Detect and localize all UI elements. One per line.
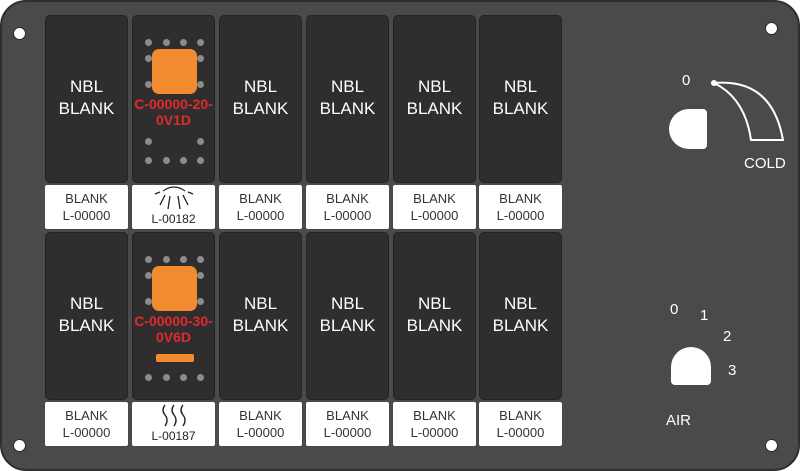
led-dots bbox=[133, 272, 216, 280]
label-code: L-00182 bbox=[151, 212, 196, 226]
indicator-bar bbox=[156, 354, 194, 362]
legend-label: L-00187 bbox=[132, 402, 215, 446]
air-knob[interactable] bbox=[671, 347, 711, 385]
switch-cap[interactable]: C-00000-30-0V6D bbox=[132, 232, 215, 400]
indicator-lamp bbox=[152, 266, 197, 311]
temperature-knob[interactable] bbox=[669, 109, 707, 149]
air-position-0: 0 bbox=[670, 301, 679, 318]
led-dots bbox=[133, 256, 216, 264]
led-dots bbox=[133, 157, 216, 165]
switch-cap[interactable]: C-00000-20-0V1D bbox=[132, 15, 215, 183]
mounting-hole bbox=[13, 439, 26, 452]
heat-waves-icon bbox=[132, 402, 215, 430]
led-dots bbox=[133, 298, 216, 306]
air-position-1: 1 bbox=[700, 307, 709, 324]
mounting-hole bbox=[13, 27, 26, 40]
part-number: C-00000-30-0V6D bbox=[134, 313, 213, 345]
air-label: AIR bbox=[666, 412, 692, 429]
indicator-lamp bbox=[152, 49, 197, 94]
mounting-hole bbox=[765, 439, 778, 452]
air-position-2: 2 bbox=[723, 328, 732, 345]
led-dots bbox=[133, 138, 216, 146]
indicator-switch-heat[interactable]: C-00000-30-0V6D L-00187 bbox=[132, 232, 215, 446]
led-dots bbox=[133, 81, 216, 89]
air-position-3: 3 bbox=[728, 362, 737, 379]
mounting-hole bbox=[765, 22, 778, 35]
label-code: L-00187 bbox=[151, 429, 196, 443]
led-dots bbox=[133, 374, 216, 382]
indicator-switch-light[interactable]: C-00000-20-0V1D L-00182 bbox=[132, 15, 215, 229]
sun-icon bbox=[132, 185, 215, 213]
led-dots bbox=[133, 55, 216, 63]
temp-zero-label: 0 bbox=[682, 72, 691, 89]
part-number: C-00000-20-0V1D bbox=[134, 96, 213, 128]
cold-range-arc bbox=[710, 80, 785, 141]
cold-label: COLD bbox=[744, 155, 786, 172]
led-dots bbox=[133, 39, 216, 47]
legend-label: L-00182 bbox=[132, 185, 215, 229]
